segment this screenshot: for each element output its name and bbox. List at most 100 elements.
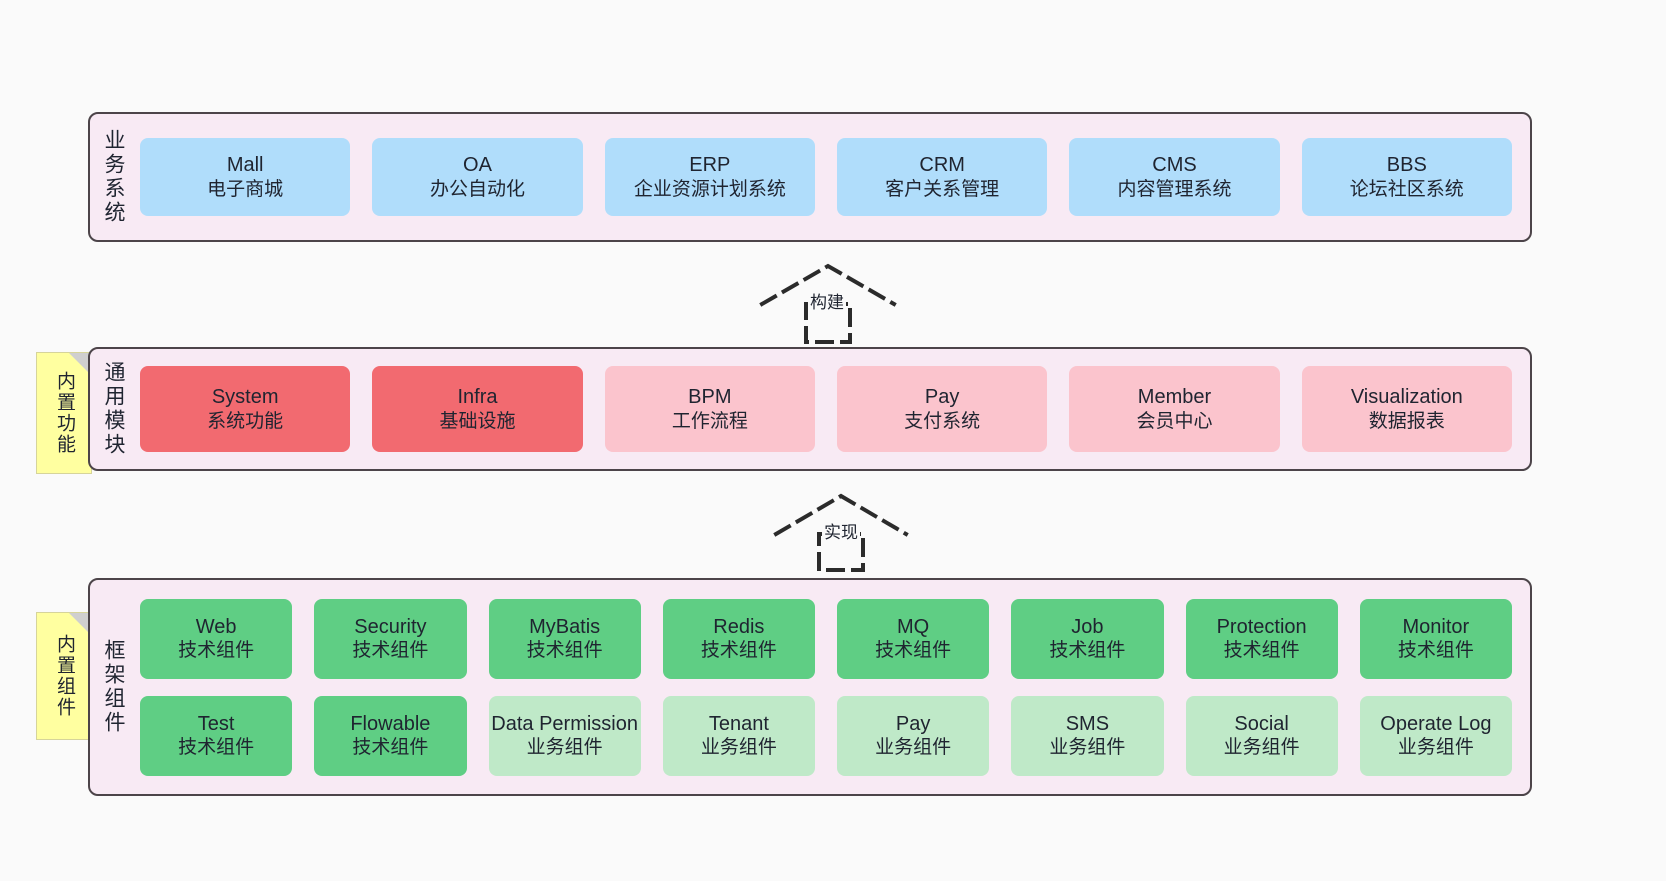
card-subtitle: 技术组件 (178, 640, 255, 662)
card-subtitle: 支付系统 (904, 410, 981, 432)
card-title: Test (197, 712, 235, 735)
card-title: SMS (1065, 712, 1110, 735)
generalization-triangle-icon (773, 493, 909, 537)
card-subtitle: 基础设施 (439, 410, 516, 432)
connector-build: 构建 (758, 262, 898, 344)
card-title: BBS (1386, 154, 1427, 177)
card-title: Security (354, 615, 427, 638)
card-title: Flowable (350, 712, 431, 735)
card-title: Redis (713, 615, 765, 638)
card-subtitle: 内容管理系统 (1117, 178, 1232, 200)
card-subtitle: 电子商城 (207, 178, 284, 200)
card-title: ERP (689, 154, 731, 177)
card-title: MQ (897, 615, 930, 638)
card-subtitle: 业务组件 (526, 737, 603, 759)
card-title: Visualization (1350, 386, 1463, 409)
card-subtitle: 业务组件 (1223, 737, 1300, 759)
card-title: Web (195, 615, 237, 638)
sticky-note-builtin-features: 内置功能 (36, 352, 92, 474)
card-subtitle: 客户关系管理 (885, 178, 1000, 200)
card-subtitle: 办公自动化 (429, 178, 525, 200)
card-subtitle: 论坛社区系统 (1349, 178, 1464, 200)
card-title: Infra (457, 386, 498, 409)
generalization-triangle-icon (759, 263, 897, 307)
card-title: Mall (226, 154, 264, 177)
layer-label-business: 业务系统 (102, 129, 126, 225)
card-subtitle: 业务组件 (1049, 737, 1126, 759)
card-subtitle: 技术组件 (1049, 640, 1126, 662)
card-title: Job (1071, 615, 1104, 638)
card-title: Operate Log (1380, 712, 1492, 735)
card-subtitle: 技术组件 (178, 737, 255, 759)
card-title: MyBatis (529, 615, 601, 638)
layer-label-modules: 通用模块 (102, 361, 126, 457)
card-subtitle: 业务组件 (1397, 737, 1474, 759)
card-subtitle: 业务组件 (875, 737, 952, 759)
card-title: CMS (1152, 154, 1197, 177)
card-title: System (211, 386, 279, 409)
card-subtitle: 技术组件 (875, 640, 952, 662)
sticky-note-modules-text: 内置功能 (53, 371, 75, 455)
card-subtitle: 会员中心 (1136, 410, 1213, 432)
layer-label-framework: 框架组件 (102, 639, 126, 735)
card-subtitle: 工作流程 (671, 410, 748, 432)
card-subtitle: 技术组件 (352, 640, 429, 662)
card-subtitle: 业务组件 (700, 737, 777, 759)
card-subtitle: 企业资源计划系统 (633, 178, 786, 200)
card-subtitle: 技术组件 (352, 737, 429, 759)
card-subtitle: 系统功能 (207, 410, 284, 432)
card-title: Pay (895, 712, 931, 735)
card-subtitle: 技术组件 (1397, 640, 1474, 662)
card-title: Protection (1216, 615, 1307, 638)
card-subtitle: 技术组件 (1223, 640, 1300, 662)
card-title: Member (1137, 386, 1212, 409)
card-title: BPM (688, 386, 732, 409)
card-subtitle: 技术组件 (700, 640, 777, 662)
card-title: CRM (919, 154, 965, 177)
connector-build-label: 构建 (808, 288, 846, 313)
card-title: Data Permission (491, 712, 638, 735)
card-subtitle: 数据报表 (1368, 410, 1445, 432)
sticky-note-framework-text: 内置组件 (53, 634, 75, 718)
connector-implement-label: 实现 (822, 518, 860, 543)
card-title: Pay (924, 386, 960, 409)
card-title: Tenant (708, 712, 769, 735)
